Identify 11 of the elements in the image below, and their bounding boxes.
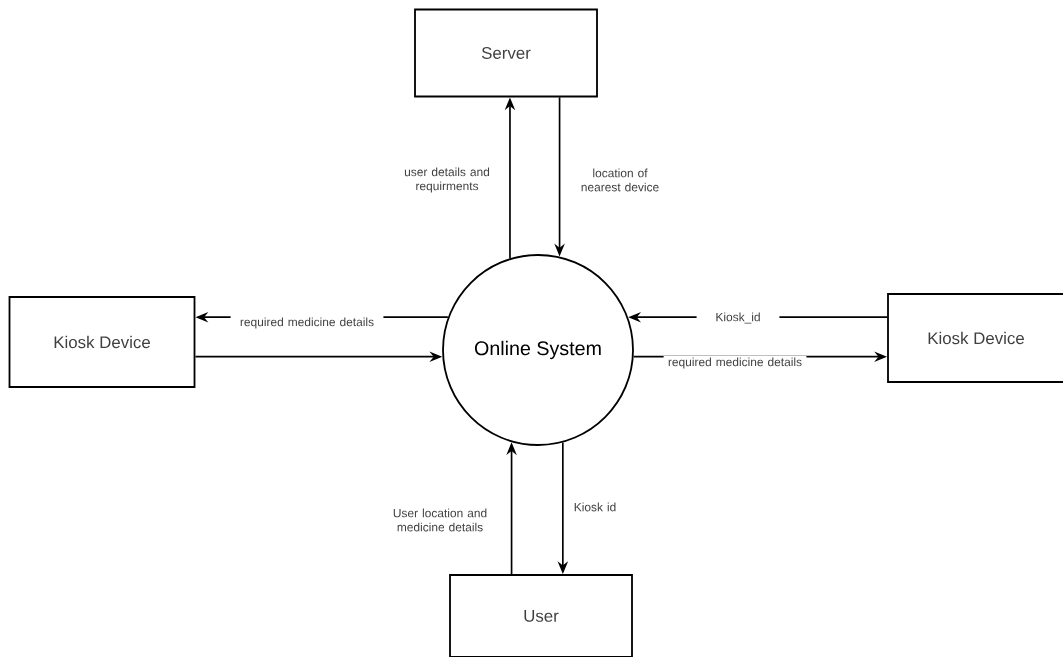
edge-label: required medicine details (663, 356, 807, 370)
edge-label: Kiosk_id (696, 311, 780, 325)
edge-label: Kiosk id (574, 502, 616, 512)
entity-box: Server (414, 8, 598, 98)
entity-box: Kiosk Device (8, 296, 196, 388)
edge-label: User location and medicine details (393, 508, 487, 532)
entity-box: Kiosk Device (887, 293, 1063, 383)
edge-label: required medicine details (230, 316, 384, 330)
edge-label: location of nearest device (581, 168, 659, 192)
entity-box: User (449, 574, 633, 657)
edge-label: user details and requirments (404, 167, 490, 193)
